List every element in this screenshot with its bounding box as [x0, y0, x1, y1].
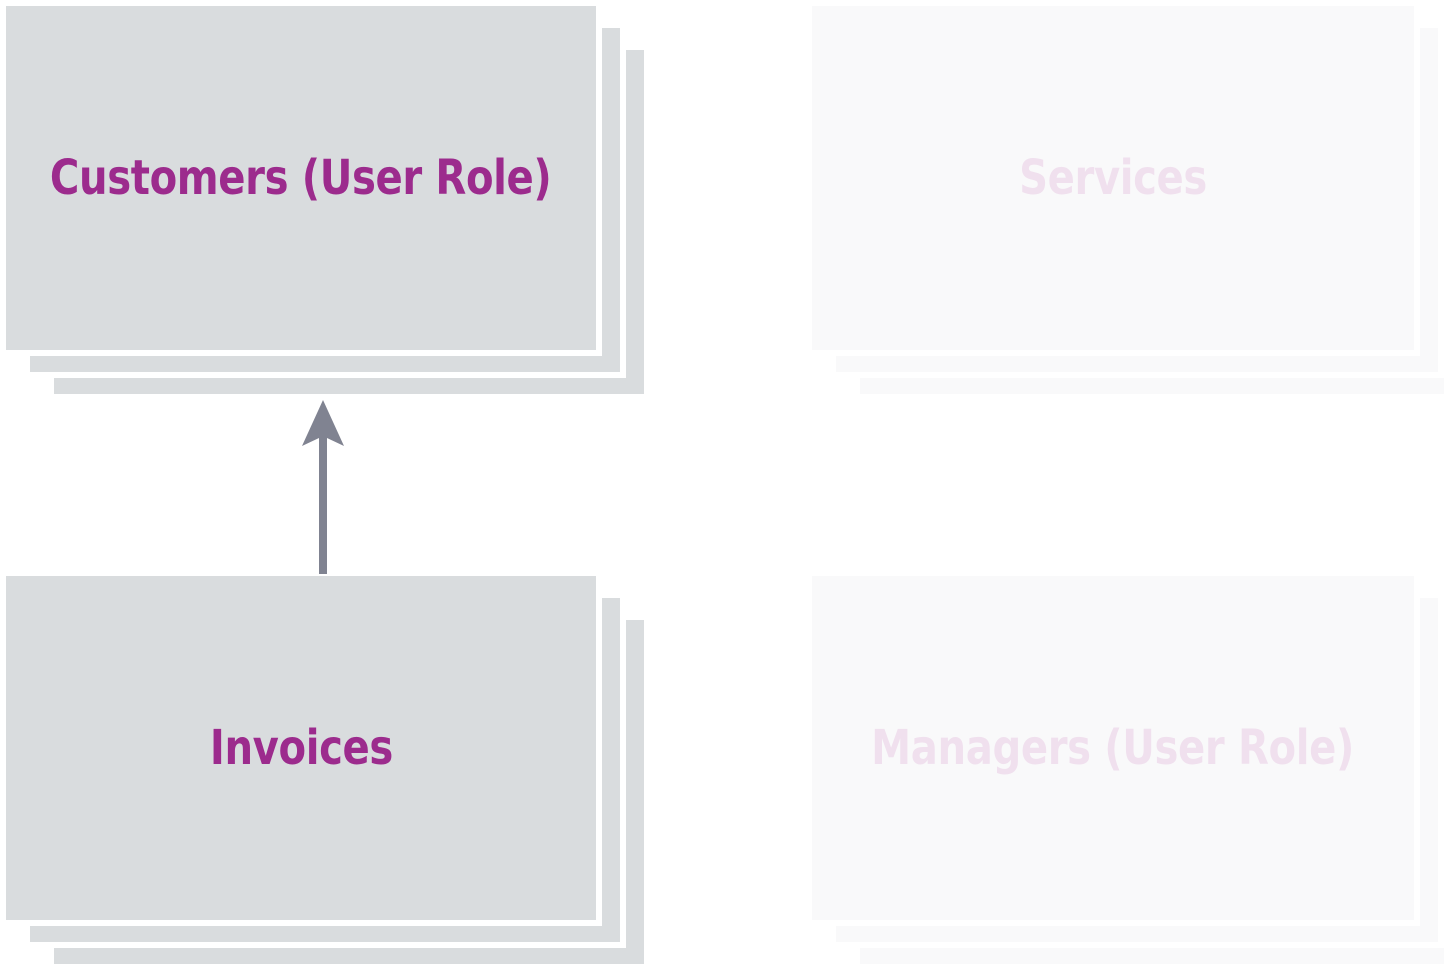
card-layer-front[interactable]: Managers (User Role) [806, 570, 1420, 926]
card-layer-back [854, 614, 1444, 964]
entity-stack-services[interactable]: Services [806, 0, 1444, 400]
entity-title-managers: Managers (User Role) [871, 720, 1355, 776]
card-layer-front[interactable]: Customers (User Role) [0, 0, 602, 356]
card-layer-back [854, 44, 1444, 400]
card-layer-middle [830, 592, 1444, 948]
entity-stack-invoices[interactable]: Invoices [0, 570, 650, 964]
entity-stack-customers[interactable]: Customers (User Role) [0, 0, 650, 400]
entity-stack-managers[interactable]: Managers (User Role) [806, 570, 1444, 964]
card-layer-front[interactable]: Services [806, 0, 1420, 356]
arrow-up-icon [302, 400, 344, 574]
card-layer-front[interactable]: Invoices [0, 570, 602, 926]
entity-title-invoices: Invoices [209, 720, 393, 776]
card-layer-middle [830, 22, 1444, 378]
entity-title-services: Services [1019, 150, 1207, 206]
entity-title-customers: Customers (User Role) [50, 150, 552, 206]
